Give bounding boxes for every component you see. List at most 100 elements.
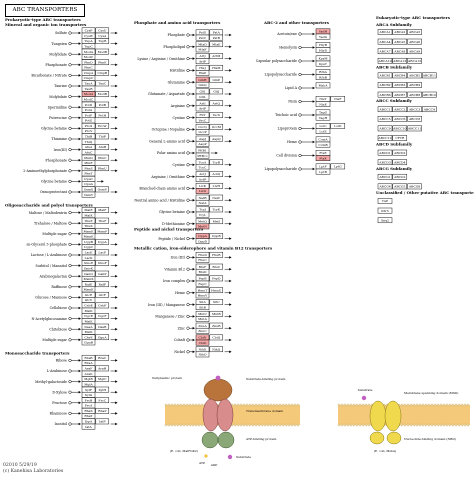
substrate-label: Glycine betaine xyxy=(41,180,67,184)
gene-label: MlaE xyxy=(212,42,221,46)
arrowhead xyxy=(229,175,232,178)
compound-circle xyxy=(186,45,190,49)
gene-box xyxy=(95,281,110,288)
substrate-label: Cell division xyxy=(276,154,297,158)
substrate-label: Octopine / Nopaline xyxy=(152,128,185,132)
gene-label: PhnD xyxy=(84,156,93,160)
substrate-label: sn-Glycerol 3-phosphate xyxy=(26,243,67,247)
gene-label: MsmX xyxy=(84,277,95,281)
lipid-head xyxy=(409,423,413,427)
lipid-head xyxy=(284,403,288,407)
arrowhead xyxy=(192,237,195,240)
compound-circle xyxy=(186,291,190,295)
arrowhead xyxy=(192,69,195,72)
gene-label: IatP xyxy=(99,420,105,424)
compound-circle xyxy=(68,137,72,141)
lipid-head xyxy=(403,423,407,427)
gene-label: TcyB xyxy=(213,160,221,164)
gene-box xyxy=(195,152,210,159)
compound-circle xyxy=(68,306,72,310)
arrowhead xyxy=(78,158,81,162)
compound-circle xyxy=(186,139,190,143)
cartoon-label: Nucleotide-binding domain (NBD) xyxy=(404,437,456,441)
compound-circle xyxy=(68,285,72,289)
gene-label: NgcF xyxy=(98,314,107,318)
lipid-head xyxy=(340,403,344,407)
substrate-label: Neutral amino acid / Histidine xyxy=(134,198,185,202)
substrate-dot xyxy=(215,375,221,381)
substrate-label: Phosphonate xyxy=(45,63,67,67)
arrowhead xyxy=(192,33,195,37)
arrowhead xyxy=(192,57,195,60)
gene-box xyxy=(377,198,393,204)
section-heading: ABCA Subfamily xyxy=(375,22,412,27)
gene-box xyxy=(422,106,437,113)
compound-circle xyxy=(68,369,72,373)
gene-label: ArtI xyxy=(198,101,206,105)
transmembrane-domain-shape xyxy=(202,398,220,432)
arrowhead xyxy=(78,253,81,257)
gene-label: HlyD xyxy=(319,48,327,52)
arrowhead xyxy=(229,139,232,143)
section-heading: Eukaryotic-type ABC transporters xyxy=(376,15,451,20)
gene-label: AapQ xyxy=(211,137,221,141)
lipid-head xyxy=(293,403,297,407)
compound-circle xyxy=(68,52,72,56)
lipid-head xyxy=(263,423,267,427)
substrate-label: Vitamin B12 xyxy=(163,267,185,271)
lipid-head xyxy=(296,403,300,407)
arrowhead xyxy=(192,187,195,190)
lipid-head xyxy=(194,423,198,427)
gene-label: PotA xyxy=(85,108,93,112)
gene-label: RfbA xyxy=(319,70,327,74)
substrate-label: Cellobiose xyxy=(50,306,67,310)
gene-box xyxy=(209,334,224,341)
gene-box xyxy=(95,228,110,235)
gene-box xyxy=(422,91,437,98)
arrowhead xyxy=(78,221,81,225)
gene-label: TauC xyxy=(98,82,107,86)
lipid-head xyxy=(281,403,285,407)
gene-label: LacK xyxy=(85,256,94,260)
gene-label: ThuE xyxy=(84,219,93,223)
cartoon-label: Periplasmic protein xyxy=(152,376,182,380)
arrowhead xyxy=(229,80,232,84)
lipid-head xyxy=(361,403,365,407)
compound-circle xyxy=(186,151,190,155)
gene-box xyxy=(392,106,408,113)
gene-box xyxy=(209,322,224,329)
lipid-head xyxy=(269,423,273,427)
lipid-head xyxy=(415,403,419,407)
compound-circle xyxy=(68,232,72,236)
gene-box xyxy=(95,313,110,319)
gene-label: AotJ xyxy=(198,172,206,176)
gene-label: MsiK xyxy=(84,319,93,323)
gene-box xyxy=(407,125,422,132)
gene-label: OsmX xyxy=(84,188,94,192)
lipid-head xyxy=(430,403,434,407)
gene-box xyxy=(377,48,393,55)
gene-box xyxy=(392,173,408,180)
cartoon-label: Substrate xyxy=(358,388,373,392)
compound-circle xyxy=(186,210,190,214)
lipid-head xyxy=(269,403,273,407)
gene-label: ModC xyxy=(84,97,94,101)
lipid-head xyxy=(358,403,362,407)
gene-label: ProV xyxy=(85,129,93,133)
lipid-head xyxy=(251,423,255,427)
lipid-head xyxy=(263,403,267,407)
gene-label: MglB xyxy=(84,377,93,381)
gene-label: ABCC5 xyxy=(378,117,390,121)
gene-label: FepC xyxy=(198,282,207,286)
gene-label: ABCA12 xyxy=(392,59,406,63)
